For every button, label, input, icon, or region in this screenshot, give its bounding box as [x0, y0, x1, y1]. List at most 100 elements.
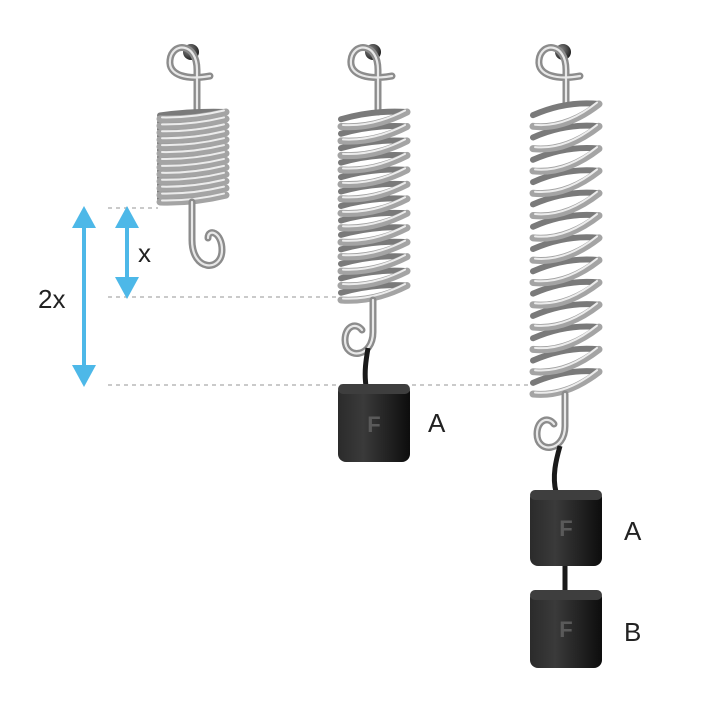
spring-coil-front — [156, 163, 230, 178]
spring-coil-highlight — [342, 210, 406, 228]
spring-coil-highlight — [342, 138, 406, 156]
spring-coil-highlight — [161, 137, 225, 147]
mass-block-icon-b: F — [530, 590, 602, 668]
spring-coil-highlight — [534, 101, 598, 127]
spring-coil-front — [337, 108, 411, 131]
spring-coil-back — [530, 189, 602, 208]
spring-coil-front — [529, 345, 603, 376]
weight-label-b: B — [624, 617, 641, 647]
spring-coil-highlight — [534, 235, 598, 260]
spring-coils — [337, 108, 411, 304]
spring-coil-front — [529, 189, 603, 220]
mass-block-icon-a: F — [338, 384, 410, 462]
spring-coil-back — [530, 256, 602, 275]
spring-coil-front — [529, 145, 603, 175]
spring-coil-highlight — [342, 268, 406, 286]
spring-coil-front — [529, 323, 603, 354]
spring-coil-front — [337, 253, 411, 275]
spring-coil-highlight — [534, 324, 598, 350]
spring-coil-highlight — [161, 171, 225, 181]
spring-coil-front — [337, 224, 411, 246]
spring-coil-back — [530, 345, 602, 364]
spring-coil-highlight — [161, 109, 225, 119]
reference-lines — [108, 207, 528, 386]
spring-coil-back — [530, 167, 602, 186]
weight-label-a: A — [428, 408, 446, 438]
spring-coil-highlight — [534, 123, 598, 149]
spring-coil-highlight — [161, 164, 225, 174]
spring-coil-highlight — [342, 109, 406, 127]
spring-coil-front — [337, 122, 411, 145]
weight-hanger-loop — [362, 347, 371, 387]
spring-coil-front — [529, 278, 603, 309]
spring-coil-front — [529, 234, 603, 265]
spring-coil-front — [156, 156, 230, 172]
spring-coil-front — [337, 151, 411, 174]
spring-coil-highlight — [534, 168, 598, 194]
spring-coil-highlight — [342, 181, 406, 199]
spring-coils — [529, 100, 603, 398]
spring-coil-front — [337, 238, 411, 261]
weight-mark: F — [559, 516, 572, 541]
spring-coil-front — [156, 122, 230, 137]
spring-coil-front — [156, 129, 230, 144]
spring-coil-front — [529, 368, 603, 398]
spring-coil-highlight — [161, 130, 225, 140]
spring-coil-front — [337, 209, 411, 232]
spring-coil-back — [530, 323, 602, 342]
spring-coil-highlight — [534, 302, 598, 327]
spring-coil-front — [529, 256, 603, 287]
weight-mark: F — [367, 412, 380, 437]
spring-coil-back — [530, 145, 602, 163]
spring-coil-front — [156, 136, 230, 151]
spring-coils — [156, 108, 230, 206]
spring-coil-highlight — [534, 279, 598, 305]
spring-coil-front — [156, 184, 230, 199]
spring-coil-highlight — [161, 178, 225, 188]
spring-coil-front — [337, 166, 411, 189]
weight-hanger-loop — [551, 445, 563, 493]
spring-coil-highlight — [161, 144, 225, 154]
spring-coil-front — [156, 170, 230, 185]
spring-coil-highlight — [534, 346, 598, 372]
spring-coil-front — [529, 301, 603, 331]
spring-coil-highlight — [534, 190, 598, 216]
spring-coil-front — [337, 180, 411, 203]
double-arrow-icon-2x — [72, 206, 96, 387]
double-arrow-icon-x — [115, 206, 139, 299]
spring-coil-highlight — [534, 146, 598, 171]
extension-arrows — [72, 206, 139, 387]
spring-coil-highlight — [342, 152, 406, 170]
spring-coil-front — [529, 212, 603, 242]
spring-coil-highlight — [342, 239, 406, 257]
spring-coil-back — [530, 368, 602, 386]
spring-two-weights: F F A B — [529, 44, 642, 668]
spring-coil-highlight — [534, 369, 598, 394]
spring-coil-front — [529, 100, 603, 131]
spring-coil-highlight — [161, 151, 225, 160]
spring-coil-highlight — [342, 123, 406, 141]
spring-coil-highlight — [534, 257, 598, 283]
spring-coil-highlight — [342, 167, 406, 184]
spring-coil-highlight — [342, 196, 406, 213]
spring-coil-highlight — [342, 254, 406, 271]
spring-coil-front — [337, 195, 411, 217]
spring-coil-front — [156, 143, 230, 158]
spring-coil-back — [530, 301, 602, 319]
spring-coil-highlight — [161, 123, 225, 133]
spring-unloaded — [156, 44, 230, 269]
weight-mark: F — [559, 617, 572, 642]
label-x: x — [138, 238, 151, 268]
spring-coil-back — [530, 122, 602, 141]
spring-coil-front — [529, 122, 603, 153]
spring-coil-back — [530, 100, 602, 119]
spring-coil-highlight — [342, 225, 406, 242]
spring-coil-front — [337, 137, 411, 160]
spring-coil-front — [156, 115, 230, 130]
spring-coil-highlight — [161, 116, 225, 126]
spring-coil-back — [530, 278, 602, 297]
spring-coil-front — [156, 108, 230, 123]
spring-one-weight: F A — [337, 44, 446, 462]
mass-block-icon-a: F — [530, 490, 602, 566]
